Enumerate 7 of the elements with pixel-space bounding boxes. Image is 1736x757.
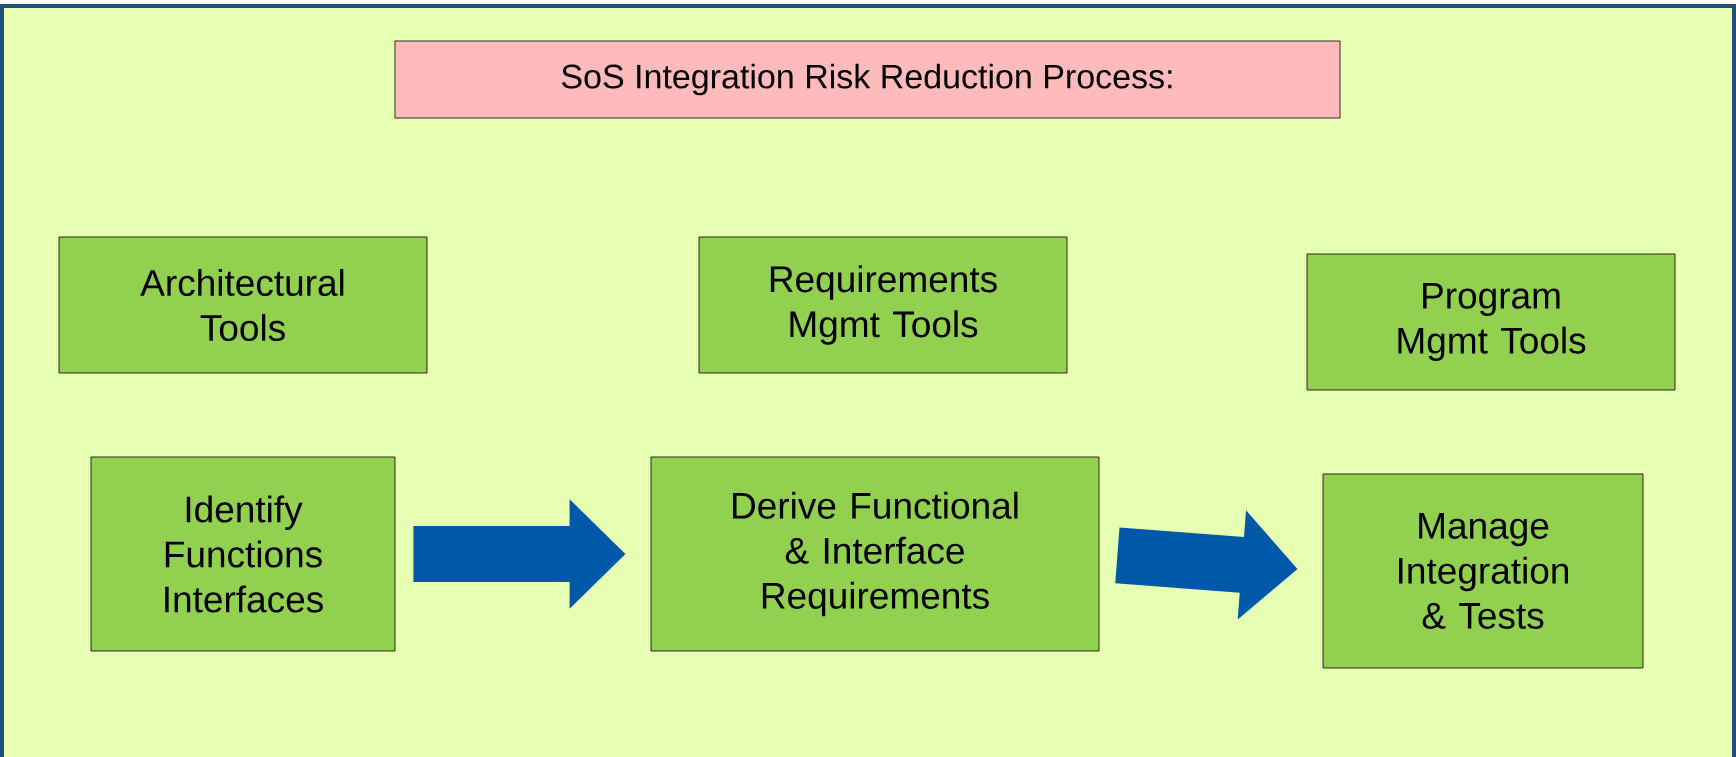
process-box: Architectural Tools [58, 236, 428, 374]
process-box: Manage Integration & Tests [1322, 473, 1644, 669]
process-box: Requirements Mgmt Tools [698, 236, 1068, 374]
title-box: SoS Integration Risk Reduction Process: [394, 40, 1341, 119]
process-box: Derive Functional & Interface Requirements [650, 456, 1100, 652]
process-box: Identify Functions Interfaces [90, 456, 396, 652]
process-box: Program Mgmt Tools [1306, 253, 1676, 391]
